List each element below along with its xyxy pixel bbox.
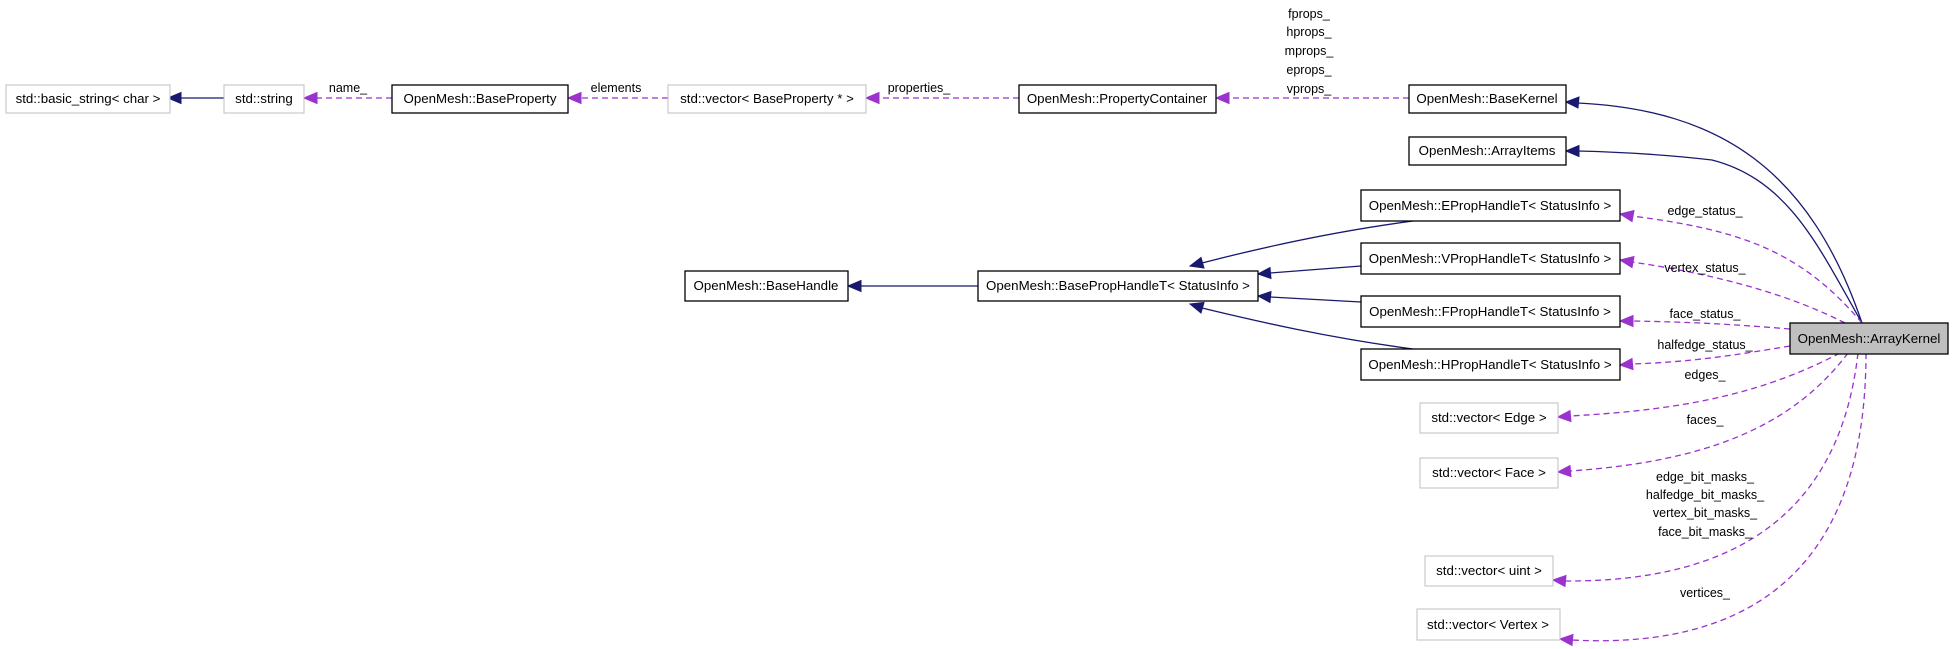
arrowhead-hprop: [1188, 301, 1205, 314]
node-label-base-handle: OpenMesh::BaseHandle: [694, 278, 839, 293]
node-array-kernel[interactable]: OpenMesh::ArrayKernel: [1789, 322, 1949, 355]
node-label-vector-uint: std::vector< uint >: [1436, 563, 1542, 578]
edge-label-edge-bit-masks: edge_bit_masks_: [1656, 470, 1755, 484]
edge-label-vertices: vertices_: [1680, 586, 1731, 600]
node-label-vector-edge: std::vector< Edge >: [1431, 410, 1547, 425]
node-label-base-kernel: OpenMesh::BaseKernel: [1416, 91, 1557, 106]
node-base-kernel[interactable]: OpenMesh::BaseKernel: [1408, 84, 1567, 114]
arrowhead-base-handle: [846, 279, 862, 293]
edge-array-kernel-to-eprop: [1631, 215, 1863, 324]
node-property-container[interactable]: OpenMesh::PropertyContainer: [1018, 84, 1217, 114]
node-vprop-handle[interactable]: OpenMesh::VPropHandleT< StatusInfo >: [1360, 242, 1621, 275]
arrowhead-property-container: [1214, 91, 1230, 105]
edge-array-kernel-to-fprop: [1631, 320, 1791, 330]
edge-fprop-to-base-prop-handle: [1269, 296, 1362, 303]
node-base-property[interactable]: OpenMesh::BaseProperty: [391, 84, 569, 114]
nodes: std::basic_string< char > std::string Op…: [5, 84, 1949, 641]
node-basic-string[interactable]: std::basic_string< char >: [5, 84, 171, 114]
arrowhead-vector-vertex: [1558, 633, 1574, 647]
node-hprop-handle[interactable]: OpenMesh::HPropHandleT< StatusInfo >: [1360, 348, 1621, 381]
node-label-vector-vertex: std::vector< Vertex >: [1427, 617, 1549, 632]
edge-label-vprops: vprops_: [1287, 82, 1333, 96]
arrowhead-fprop: [1256, 290, 1272, 304]
node-base-prop-handle[interactable]: OpenMesh::BasePropHandleT< StatusInfo >: [977, 270, 1259, 302]
edge-array-kernel-to-vector-edge: [1569, 352, 1841, 417]
node-label-fprop-handle: OpenMesh::FPropHandleT< StatusInfo >: [1369, 304, 1611, 319]
edge-label-hprops: hprops_: [1286, 25, 1332, 39]
node-label-hprop-handle: OpenMesh::HPropHandleT< StatusInfo >: [1368, 357, 1611, 372]
node-label-vector-face: std::vector< Face >: [1432, 465, 1546, 480]
edge-hprop-to-base-prop-handle: [1201, 307, 1414, 350]
inheritance-edges: [166, 91, 1863, 350]
arrowhead-fprop-usage: [1618, 314, 1634, 328]
node-fprop-handle[interactable]: OpenMesh::FPropHandleT< StatusInfo >: [1360, 295, 1621, 328]
edge-array-kernel-to-base-kernel: [1577, 102, 1863, 324]
node-label-string: std::string: [235, 91, 293, 106]
edge-labels: name_ elements properties_ fprops_ hprop…: [329, 7, 1765, 600]
node-label-eprop-handle: OpenMesh::EPropHandleT< StatusInfo >: [1369, 198, 1612, 213]
edge-array-kernel-to-hprop: [1631, 345, 1791, 365]
edge-label-halfedge-bit-masks: halfedge_bit_masks_: [1646, 488, 1765, 502]
node-vector-vertex[interactable]: std::vector< Vertex >: [1416, 608, 1561, 641]
edge-array-kernel-to-array-items: [1577, 150, 1863, 324]
arrowhead-vector-face: [1556, 464, 1572, 478]
edge-label-elements: elements: [591, 81, 642, 95]
arrowhead-string: [302, 91, 318, 105]
edge-label-vertex-bit-masks: vertex_bit_masks_: [1653, 506, 1758, 520]
node-array-items[interactable]: OpenMesh::ArrayItems: [1408, 136, 1567, 166]
edge-label-mprops: mprops_: [1285, 44, 1335, 58]
node-eprop-handle[interactable]: OpenMesh::EPropHandleT< StatusInfo >: [1360, 189, 1621, 222]
arrowhead-vprop: [1256, 266, 1272, 280]
node-label-vector-base-property: std::vector< BaseProperty * >: [680, 91, 854, 106]
arrowhead-hprop-usage: [1618, 357, 1634, 371]
edge-label-faces: faces_: [1687, 413, 1725, 427]
edge-label-edges: edges_: [1684, 368, 1726, 382]
arrowhead-basic-string: [166, 91, 182, 105]
node-label-base-property: OpenMesh::BaseProperty: [404, 91, 557, 106]
node-label-base-prop-handle: OpenMesh::BasePropHandleT< StatusInfo >: [986, 278, 1250, 293]
arrowhead-eprop-usage: [1618, 209, 1635, 223]
node-vector-base-property[interactable]: std::vector< BaseProperty * >: [667, 84, 867, 114]
arrowhead-array-items: [1564, 144, 1580, 158]
node-string[interactable]: std::string: [223, 84, 305, 114]
arrowhead-base-property: [566, 91, 582, 105]
node-vector-uint[interactable]: std::vector< uint >: [1424, 555, 1554, 587]
edge-label-face-status: face_status_: [1670, 307, 1742, 321]
arrowhead-vector-edge: [1556, 409, 1572, 423]
edge-vprop-to-base-prop-handle: [1269, 265, 1362, 274]
edge-array-kernel-to-vprop: [1631, 261, 1846, 324]
node-label-array-kernel: OpenMesh::ArrayKernel: [1798, 331, 1941, 346]
edge-label-edge-status: edge_status_: [1667, 204, 1743, 218]
edge-label-halfedge-status: halfedge_status_: [1657, 338, 1753, 352]
edge-array-kernel-to-vector-vertex: [1571, 352, 1867, 642]
node-label-vprop-handle: OpenMesh::VPropHandleT< StatusInfo >: [1369, 251, 1612, 266]
arrowhead-eprop: [1188, 256, 1205, 269]
edge-label-properties: properties_: [888, 81, 952, 95]
node-vector-face[interactable]: std::vector< Face >: [1419, 457, 1559, 489]
usage-edges: [302, 91, 1867, 647]
node-vector-edge[interactable]: std::vector< Edge >: [1419, 402, 1559, 434]
edge-label-vertex-status: vertex_status_: [1664, 261, 1746, 275]
arrowhead-vector-uint: [1551, 574, 1567, 588]
arrowhead-vprop-usage: [1618, 255, 1635, 269]
node-base-handle[interactable]: OpenMesh::BaseHandle: [684, 270, 849, 302]
edge-array-kernel-to-vector-face: [1569, 352, 1849, 472]
node-label-basic-string: std::basic_string< char >: [16, 91, 161, 106]
arrowhead-base-kernel: [1564, 96, 1580, 109]
node-label-array-items: OpenMesh::ArrayItems: [1419, 143, 1556, 158]
arrowhead-vector-base-property: [864, 91, 880, 105]
node-label-property-container: OpenMesh::PropertyContainer: [1027, 91, 1208, 106]
edge-label-face-bit-masks: face_bit_masks_: [1658, 525, 1753, 539]
edge-array-kernel-to-vector-uint: [1564, 352, 1859, 582]
edge-eprop-to-base-prop-handle: [1201, 220, 1414, 264]
edge-label-name: name_: [329, 81, 368, 95]
edge-label-fprops: fprops_: [1288, 7, 1331, 21]
edge-label-eprops: eprops_: [1286, 63, 1332, 77]
